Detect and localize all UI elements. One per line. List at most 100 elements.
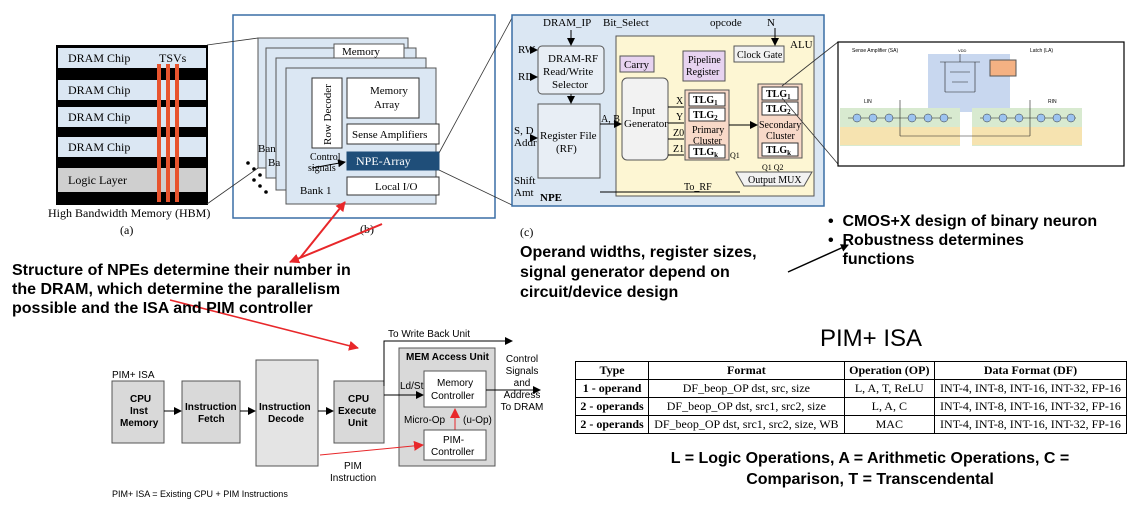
mem-access-label: MEM Access Unit [406,352,490,363]
sense-amplifier-label: Sense Amplifier (SA) [852,48,898,54]
opcode-label: opcode [710,17,742,29]
black-pointer-arrow [787,244,849,273]
svg-text:Y: Y [676,112,683,123]
svg-text:Z0: Z0 [673,128,684,139]
back-bank-label: Ba [268,157,280,169]
red-pointer-arrow [289,223,383,264]
structure-note: Structure of NPEs determine their number… [12,262,351,317]
ld-st-label: Ld/St [400,381,424,392]
circuit-schematic: Sense Amplifier (SA) Latch (LA) VDD LIN … [837,41,1125,167]
isa-type-cell: 1 - operand [574,379,650,398]
cpu-inst-memory [111,380,165,444]
bank1-label: Bank 1 [300,185,331,197]
isa-op-cell: L, A, T, ReLU [843,379,935,398]
n-label: N [767,17,775,29]
pim-isa-small-label: PIM+ ISA [112,370,155,381]
cpu-execute-unit [333,380,385,444]
to-rf-label: To_RF [684,182,712,193]
lin-label: LIN [864,99,872,105]
rd-label: RD [518,71,533,83]
local-io-label: Local I/O [375,181,418,193]
register-file [537,103,601,179]
svg-text:Q1 Q2: Q1 Q2 [762,163,784,172]
isa-type-cell: 2 - operands [574,397,650,416]
output-mux [735,171,813,187]
isa-header: Type [574,361,650,380]
u-op-label: (u-Op) [463,415,492,426]
dram-chip-label: DRAM Chip [68,51,130,65]
dram-chip-layer [58,48,206,68]
local-io [346,176,440,196]
latch-label: Latch (LA) [1030,48,1053,54]
isa-type-cell: 2 - operands [574,415,650,434]
row-decoder-label: Row Decoder [322,84,334,145]
svg-text:TLG1: TLG1 [766,89,791,101]
svg-text:TLG1: TLG1 [693,95,718,107]
dram-chip-label: DRAM Chip [68,140,130,154]
bullet-list: • CMOS+X design of binary neuron • Robus… [828,212,1138,269]
npe-title: NPE [540,192,562,204]
carry-block [619,55,655,73]
pim-controller-label: PIM-Controller [431,435,475,458]
isa-table: Type Format Operation (OP) Data Format (… [574,361,1128,434]
hbm-stack: DRAM Chip DRAM Chip DRAM Chip DRAM Chip … [48,45,210,237]
figure-tag-a: (a) [120,223,133,237]
back-bank-label: Ban [258,143,276,155]
bullet-item: • CMOS+X design of binary neuron [828,213,1098,230]
isa-header: Operation (OP) [843,361,935,380]
input-generator [621,77,669,161]
svg-text:Z1: Z1 [673,144,684,155]
back-memory-label: Memory [342,46,380,58]
svg-text:TLGk: TLGk [693,147,718,159]
isa-title: PIM+ ISA [820,325,922,352]
shift-label: Shift [514,175,535,187]
svg-text:TLGk: TLGk [766,145,791,157]
isa-format-cell: DF_beop_OP dst, src1, src2, size [648,397,845,416]
isa-format-cell: DF_beop_OP dst, src, size [648,379,845,398]
logic-layer [58,168,206,192]
tsv-label: TSVs [159,51,187,65]
micro-op-label: Micro-Op [404,415,446,426]
row-decoder [311,77,343,149]
pim-isa-footnote: PIM+ ISA = Existing CPU + PIM Instructio… [112,489,288,499]
dram-chip-label: DRAM Chip [68,83,130,97]
isa-legend-line: L = Logic Operations, A = Arithmetic Ope… [670,450,1070,467]
isa-df-cell: INT-4, INT-8, INT-16, INT-32, FP-16 [933,379,1128,398]
isa-legend-line: Comparison, T = Transcendental [746,471,994,488]
bit-select-label: Bit_Select [603,17,649,29]
svg-text:X: X [676,96,684,107]
svg-text:TLG2: TLG2 [766,104,791,116]
isa-header: Format [648,361,845,380]
rin-label: RIN [1048,99,1057,105]
isa-legend: L = Logic Operations, A = Arithmetic Ope… [620,448,1120,490]
isa-format-cell: DF_beop_OP dst, src1, src2, size, WB [648,415,845,434]
register-file-label: Register File(RF) [540,130,597,155]
hbm-caption: High Bandwidth Memory (HBM) [48,206,210,220]
instruction-fetch [181,380,241,444]
dram-ip-label: DRAM_IP [543,17,591,29]
pim-controller [423,429,487,461]
memory-array [346,77,420,119]
npe-array-label: NPE-Array [356,154,411,168]
npe-panel: ALU DRAM_IP Bit_Select opcode N RW RD S,… [511,14,825,207]
clock-gate-label: Clock Gate [737,50,783,61]
amt-label: Amt [514,187,534,199]
addr-label: Addr [514,137,537,149]
sense-amplifiers [346,123,440,145]
isa-op-cell: MAC [843,415,935,434]
red-pointer-arrow [169,299,359,351]
operand-note: Operand widths, register sizes, signal g… [520,244,757,301]
pipeline-register [682,50,726,82]
instruction-decode [255,359,319,467]
